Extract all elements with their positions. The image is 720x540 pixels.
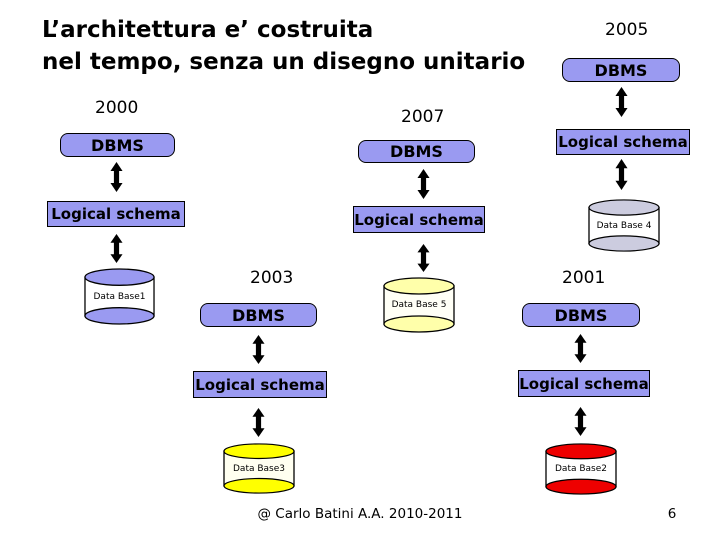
dbms-box: DBMS	[522, 303, 640, 327]
double-arrow-icon	[615, 159, 628, 190]
database-cylinder: Data Base3	[223, 443, 295, 494]
database-label: Data Base 5	[391, 299, 447, 310]
logical-schema-box: Logical schema	[556, 129, 690, 155]
year-label: 2007	[401, 107, 445, 127]
footer-credit: @ Carlo Batini A.A. 2010-2011	[257, 506, 463, 522]
logical-schema-box: Logical schema	[47, 201, 185, 227]
double-arrow-icon	[574, 334, 587, 363]
dbms-box: DBMS	[200, 303, 317, 327]
double-arrow-icon	[615, 87, 628, 117]
double-arrow-icon	[252, 408, 265, 437]
title-line-2: nel tempo, senza un disegno unitario	[42, 49, 526, 75]
page-number: 6	[667, 506, 677, 522]
page-title: L’architettura e’ costruita nel tempo, s…	[42, 14, 542, 78]
dbms-box: DBMS	[358, 140, 475, 163]
database-cylinder: Data Base2	[545, 443, 617, 495]
logical-schema-box: Logical schema	[518, 370, 650, 397]
dbms-box: DBMS	[562, 58, 680, 82]
double-arrow-icon	[110, 162, 123, 192]
database-label: Data Base3	[233, 463, 285, 474]
year-label: 2000	[95, 98, 139, 118]
year-label: 2005	[605, 20, 649, 40]
logical-schema-box: Logical schema	[353, 206, 485, 233]
database-cylinder: Data Base 4	[588, 199, 660, 252]
title-line-1: L’architettura e’ costruita	[42, 17, 374, 43]
double-arrow-icon	[417, 169, 430, 199]
database-cylinder: Data Base 5	[383, 277, 455, 333]
logical-schema-box: Logical schema	[193, 371, 327, 398]
database-label: Data Base 4	[596, 220, 652, 231]
stack-2007: 2007 DBMS Logical schema Data Base 5	[353, 105, 485, 335]
double-arrow-icon	[574, 407, 587, 436]
stack-2005: 2005 DBMS Logical schema Data Base 4	[556, 18, 690, 254]
double-arrow-icon	[417, 244, 430, 272]
database-cylinder: Data Base1	[84, 268, 155, 325]
year-label: 2001	[562, 268, 606, 288]
double-arrow-icon	[252, 335, 265, 364]
stack-2001: 2001 DBMS Logical schema Data Base2	[518, 267, 650, 495]
dbms-box: DBMS	[60, 133, 175, 157]
stack-2000: 2000 DBMS Logical schema Data Base1	[47, 96, 185, 328]
stack-2003: 2003 DBMS Logical schema Data Base3	[193, 267, 327, 495]
year-label: 2003	[250, 268, 294, 288]
double-arrow-icon	[110, 234, 123, 263]
database-label: Data Base1	[93, 291, 146, 302]
database-label: Data Base2	[555, 463, 607, 474]
